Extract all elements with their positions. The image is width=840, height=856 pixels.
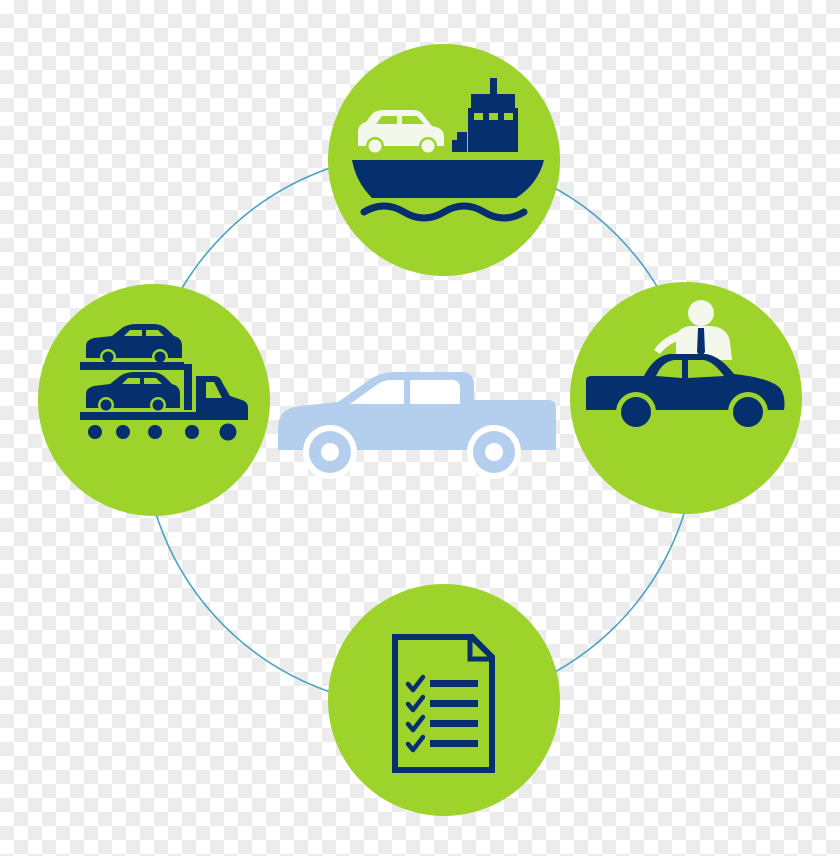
node-top [328,44,560,276]
car-carrier-truck-icon [80,324,248,444]
checklist-document-icon [392,634,495,773]
node-left [38,284,270,516]
car-dealer-handover-icon [586,300,785,432]
node-bottom [328,584,560,816]
node-right [570,282,802,514]
pickup-truck-icon [278,372,556,479]
cargo-ship-with-car-icon [352,78,544,222]
